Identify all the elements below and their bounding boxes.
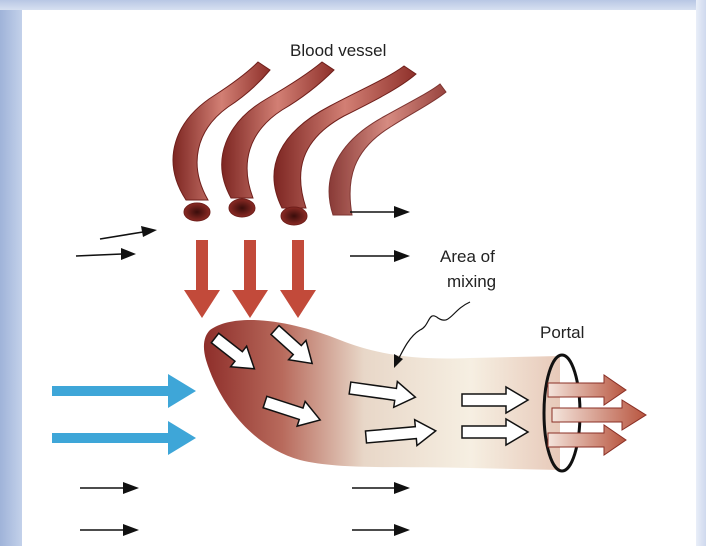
inflow-arrow-2 xyxy=(52,421,196,455)
down-arrow-2 xyxy=(232,240,268,318)
area-pointer-line xyxy=(398,302,470,360)
inflow-arrows xyxy=(52,374,196,455)
outflow-arrow-2 xyxy=(552,400,646,430)
down-arrow-1 xyxy=(184,240,220,318)
small-arrow-6 xyxy=(80,524,139,536)
small-arrow-4 xyxy=(350,250,410,262)
portal-label: Portal xyxy=(540,323,584,342)
area-of-mixing-label-line1: Area of xyxy=(440,247,495,266)
blood-vessel-3-mouth xyxy=(281,207,307,225)
small-arrow-3 xyxy=(350,206,410,218)
small-arrow-7 xyxy=(352,482,410,494)
blood-vessel-2-mouth xyxy=(229,199,255,217)
inflow-arrow-1 xyxy=(52,374,196,408)
blood-vessel-1-mouth xyxy=(184,203,210,221)
small-arrow-5 xyxy=(80,482,139,494)
blood-flow-down-arrows xyxy=(184,240,316,318)
down-arrow-3 xyxy=(280,240,316,318)
blood-vessel-label: Blood vessel xyxy=(290,41,386,60)
area-of-mixing-label-line2: mixing xyxy=(447,272,496,291)
blood-vessels xyxy=(173,62,446,225)
small-arrow-8 xyxy=(352,524,410,536)
small-arrow-1 xyxy=(100,226,157,239)
portal-outflow-arrows xyxy=(548,375,646,455)
small-arrow-2 xyxy=(76,248,136,260)
